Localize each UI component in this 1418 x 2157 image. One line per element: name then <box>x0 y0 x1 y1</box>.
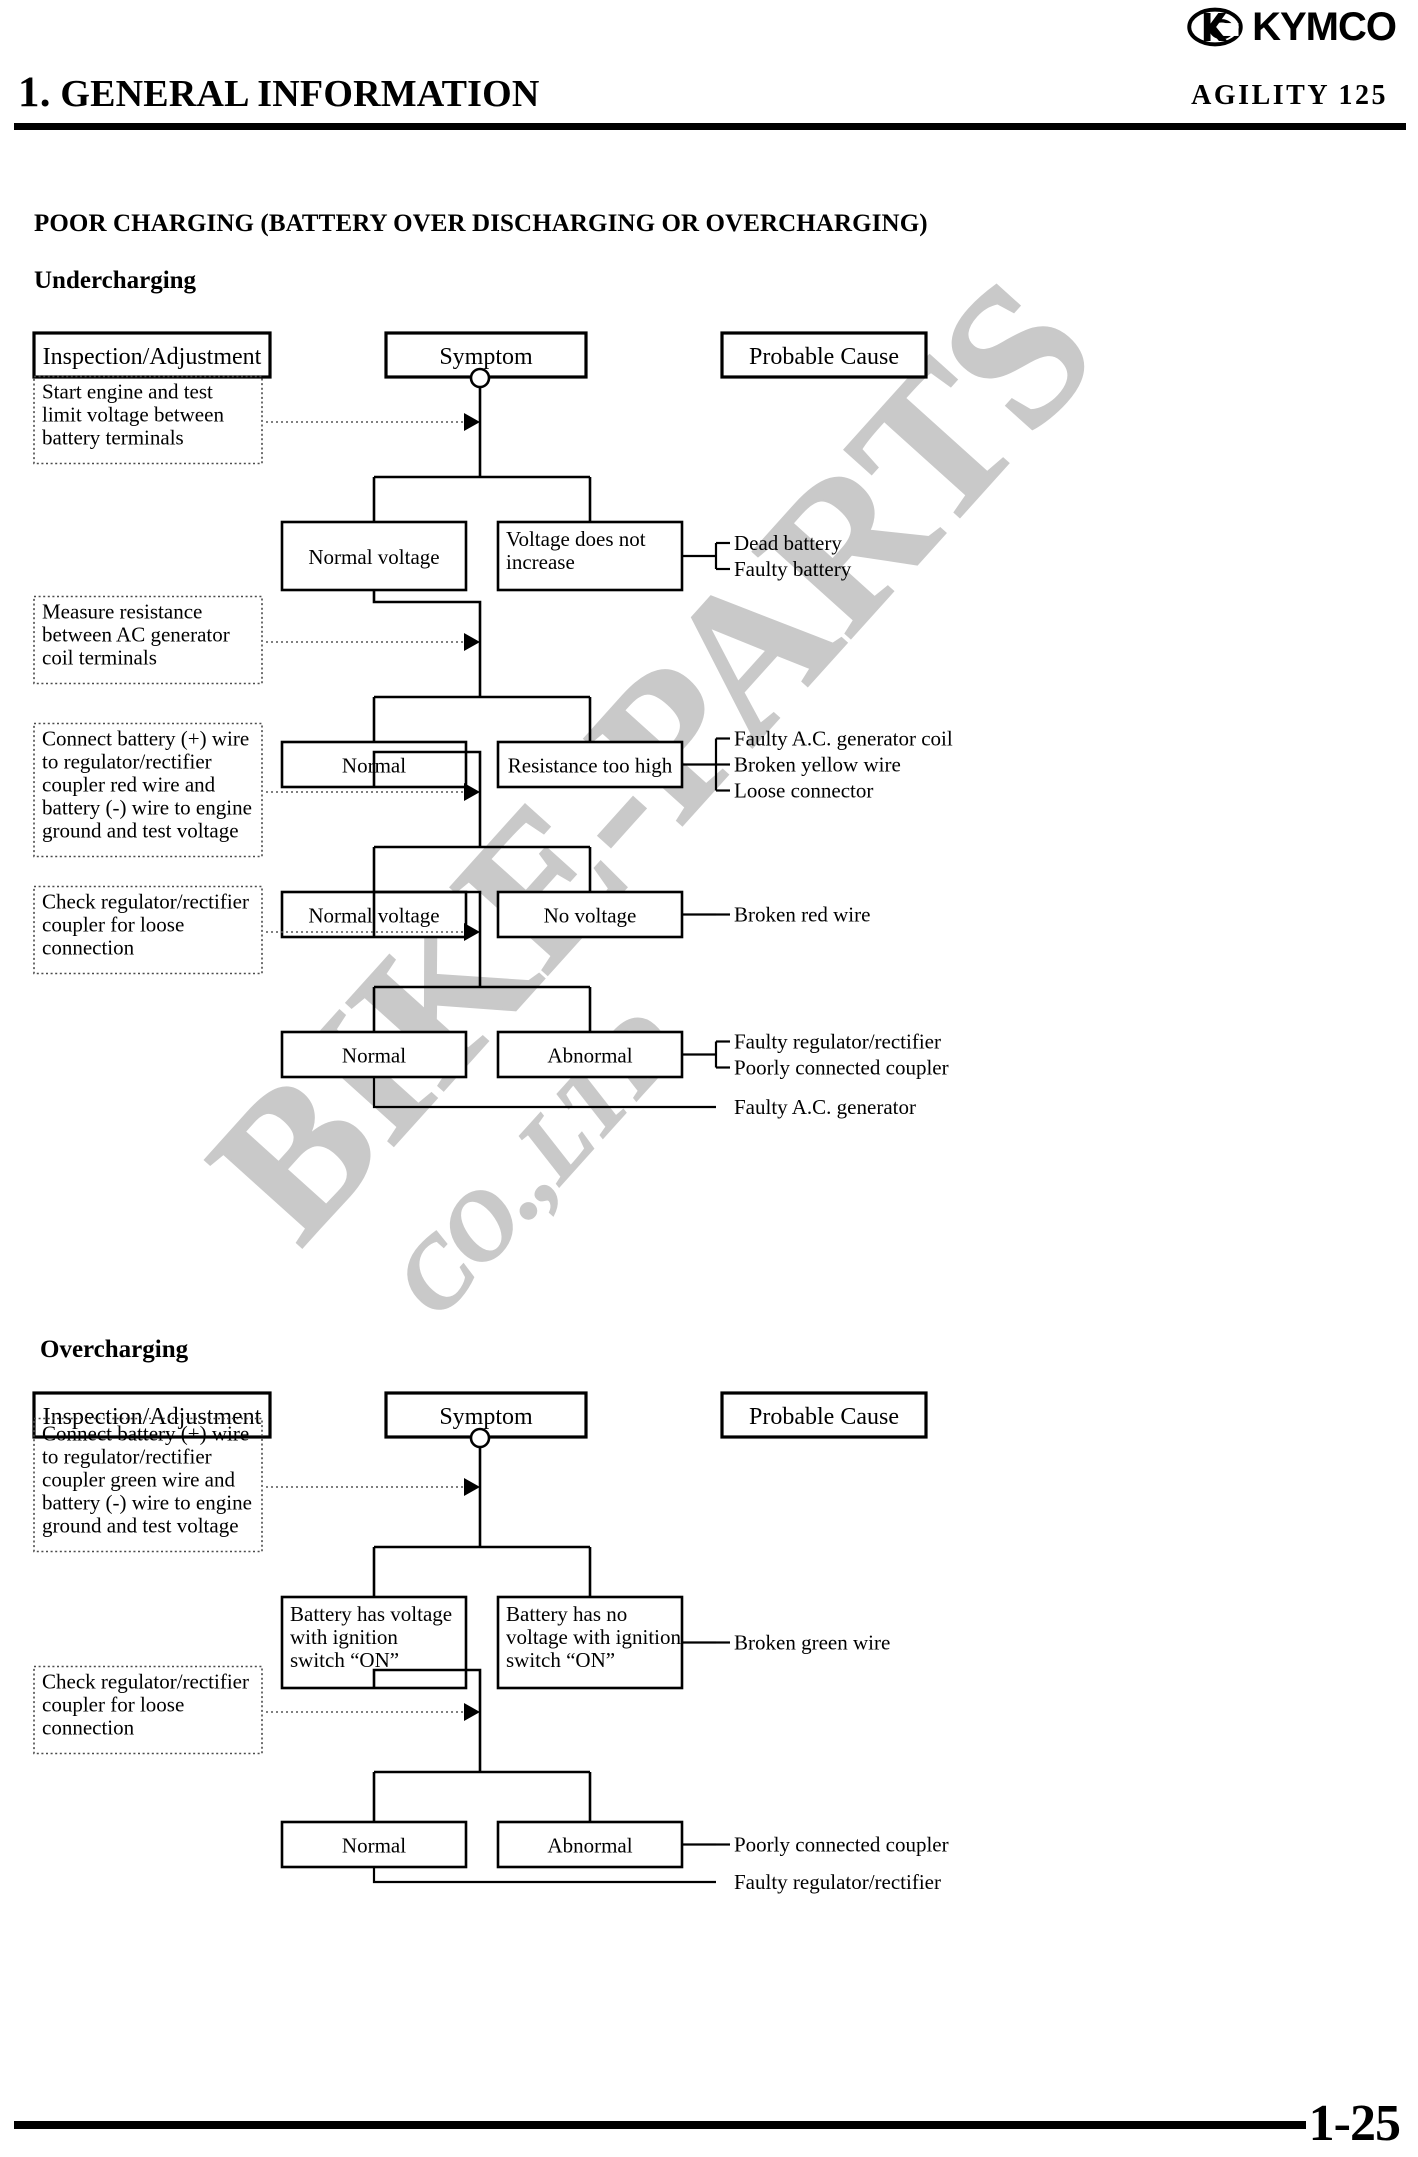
instruction-arrow-head <box>464 783 480 801</box>
cause-label: Poorly connected coupler <box>734 1833 949 1857</box>
page-title: 1. GENERAL INFORMATION <box>18 68 540 117</box>
instruction-arrow-head <box>464 1478 480 1496</box>
column-header-cause-box <box>720 1391 928 1439</box>
flow-start-node <box>469 1427 491 1449</box>
symptom-box-ng <box>496 740 684 789</box>
column-header-symptom-label: Symptom <box>439 344 533 370</box>
symptom-box-ok <box>280 520 468 592</box>
page-number: 1-25 <box>1308 2095 1401 2152</box>
column-header-cause-label: Probable Cause <box>749 344 899 370</box>
cause-label: Dead battery <box>734 531 842 555</box>
symptom-box-ok <box>280 1595 468 1690</box>
instruction-arrow-head <box>464 413 480 431</box>
column-header-inspection-box <box>32 1391 272 1439</box>
column-header-symptom-label: Symptom <box>439 1404 533 1430</box>
column-header-cause-box <box>720 331 928 379</box>
symptom-label-ok: Normal <box>342 1044 406 1068</box>
kymco-oval-logo-icon <box>1187 7 1243 47</box>
cause-label: Faulty A.C. generator coil <box>734 727 953 751</box>
header-divider <box>14 123 1406 130</box>
brand-logo: KYMCO <box>1187 4 1397 50</box>
cause-label: Broken red wire <box>734 903 870 927</box>
section-heading-overcharging: Overcharging <box>40 1336 189 1363</box>
footer-divider <box>14 2121 1306 2129</box>
symptom-label-ng: Abnormal <box>547 1834 632 1858</box>
flow-start-node <box>469 367 491 389</box>
symptom-box-ng <box>496 520 684 592</box>
symptom-box-ng <box>496 890 684 939</box>
symptom-box-ng <box>496 1595 684 1690</box>
symptom-label-ng: Abnormal <box>547 1044 632 1068</box>
symptom-box-ok <box>280 1820 468 1869</box>
section-heading-undercharging: Undercharging <box>34 267 197 294</box>
column-header-inspection-box <box>32 331 272 379</box>
flow-connector <box>372 750 482 792</box>
flow-connector <box>372 890 482 937</box>
final-cause-label: Faulty regulator/rectifier <box>734 1870 941 1894</box>
model-name: AGILITY 125 <box>1191 80 1388 111</box>
chapter-title-text: GENERAL INFORMATION <box>60 73 540 115</box>
cause-label: Poorly connected coupler <box>734 1056 949 1080</box>
symptom-label-ok: Normal voltage <box>308 545 439 569</box>
flowchart-overcharging: Inspection/Adjustment Symptom Probable Cau… <box>32 1391 949 1894</box>
column-header-inspection-label: Inspection/Adjustment <box>43 344 262 370</box>
final-cause-label: Faulty A.C. generator <box>734 1095 916 1119</box>
symptom-label-ng: No voltage <box>544 904 637 928</box>
flow-connector <box>372 1668 482 1712</box>
section-heading-main: POOR CHARGING (BATTERY OVER DISCHARGING … <box>34 210 928 237</box>
instruction-arrow-head <box>464 923 480 941</box>
symptom-label-ok: Normal <box>342 1834 406 1858</box>
symptom-box-ok <box>280 1030 468 1079</box>
flow-connector <box>372 590 482 642</box>
instruction-box <box>33 1665 263 1755</box>
instruction-box <box>33 722 263 858</box>
cause-label: Broken yellow wire <box>734 753 901 777</box>
cause-label: Broken green wire <box>734 1631 890 1655</box>
symptom-label-ng: Resistance too high <box>508 754 673 778</box>
instruction-box <box>33 595 263 685</box>
flowchart-undercharging: Inspection/Adjustment Symptom Probable Cau… <box>32 331 953 1119</box>
final-connector <box>372 1077 716 1109</box>
cause-label: Faulty battery <box>734 557 852 581</box>
chapter-number: 1. <box>18 69 51 116</box>
symptom-box-ng <box>496 1030 684 1079</box>
cause-label: Faulty regulator/rectifier <box>734 1030 941 1054</box>
instruction-box <box>33 375 263 465</box>
instruction-box <box>33 1417 263 1553</box>
cause-label: Loose connector <box>734 779 873 803</box>
instruction-arrow-head <box>464 1703 480 1721</box>
instruction-arrow-head <box>464 633 480 651</box>
page-header: KYMCO 1. GENERAL INFORMATION AGILITY 125 <box>0 0 1418 140</box>
column-header-inspection-label: Inspection/Adjustment <box>43 1404 262 1430</box>
symptom-box-ng <box>496 1820 684 1869</box>
instruction-box <box>33 885 263 975</box>
column-header-cause-label: Probable Cause <box>749 1404 899 1430</box>
brand-wordmark: KYMCO <box>1252 5 1397 49</box>
final-connector <box>372 1867 716 1884</box>
